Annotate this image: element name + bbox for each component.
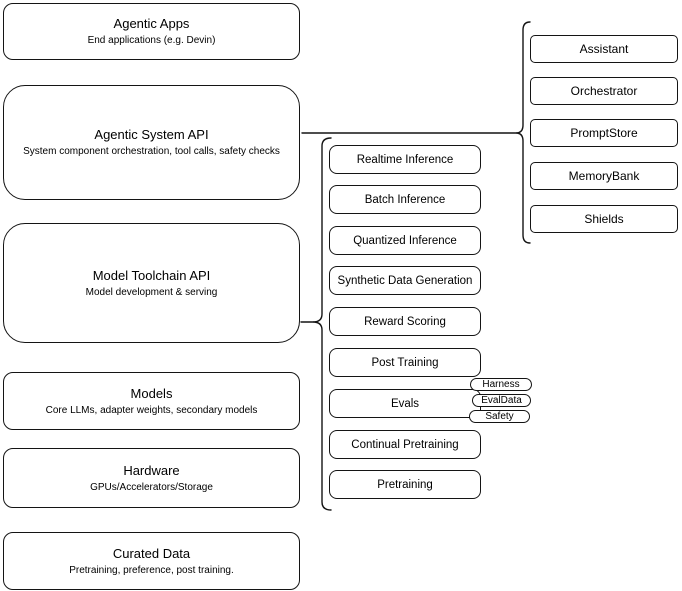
toolchain-label: Realtime Inference — [356, 153, 454, 166]
eval-tag-label: Safety — [485, 411, 514, 422]
layer-subtitle: GPUs/Accelerators/Storage — [90, 481, 213, 493]
layer-subtitle: Core LLMs, adapter weights, secondary mo… — [45, 404, 258, 416]
layer-subtitle: Pretraining, preference, post training. — [69, 564, 234, 576]
layer-subtitle: System component orchestration, tool cal… — [23, 146, 280, 157]
toolchain-box-realtime-inference: Realtime Inference — [329, 145, 481, 174]
layer-title: Hardware — [123, 462, 180, 478]
toolchain-box-quantized-inference: Quantized Inference — [329, 226, 481, 255]
toolchain-box-batch-inference: Batch Inference — [329, 185, 481, 214]
eval-tag-harness: Harness — [470, 378, 532, 391]
eval-tag-safety: Safety — [469, 410, 530, 423]
eval-tag-label: Harness — [482, 379, 520, 390]
layer-subtitle: End applications (e.g. Devin) — [87, 35, 216, 46]
toolchain-box-post-training: Post Training — [329, 348, 481, 377]
layer-title: Models — [130, 385, 173, 401]
layer-box-model-toolchain-api: Model Toolchain API Model development & … — [3, 223, 300, 343]
layer-box-models: Models Core LLMs, adapter weights, secon… — [3, 372, 300, 430]
layer-box-hardware: Hardware GPUs/Accelerators/Storage — [3, 448, 300, 508]
layer-title: Agentic Apps — [113, 16, 190, 31]
toolchain-box-continual-pretraining: Continual Pretraining — [329, 430, 481, 459]
eval-tag-evaldata: EvalData — [472, 394, 531, 407]
component-label: MemoryBank — [568, 169, 640, 183]
toolchain-box-synthetic-data-generation: Synthetic Data Generation — [329, 266, 481, 295]
toolchain-box-reward-scoring: Reward Scoring — [329, 307, 481, 336]
components-brace — [515, 21, 531, 244]
toolchain-label: Continual Pretraining — [351, 438, 459, 451]
component-label: PromptStore — [570, 126, 638, 140]
eval-tag-label: EvalData — [481, 395, 522, 406]
toolchain-label: Post Training — [371, 356, 439, 369]
layer-box-agentic-apps: Agentic Apps End applications (e.g. Devi… — [3, 3, 300, 60]
toolchain-label: Batch Inference — [364, 193, 446, 206]
component-box-promptstore: PromptStore — [530, 119, 678, 147]
component-label: Orchestrator — [570, 84, 638, 98]
component-box-memorybank: MemoryBank — [530, 162, 678, 190]
layer-subtitle: Model development & serving — [85, 286, 218, 298]
toolchain-box-pretraining: Pretraining — [329, 470, 481, 499]
toolchain-label: Evals — [390, 397, 420, 410]
layer-box-agentic-system-api: Agentic System API System component orch… — [3, 85, 300, 200]
layer-title: Model Toolchain API — [92, 267, 211, 283]
component-box-assistant: Assistant — [530, 35, 678, 63]
toolchain-label: Reward Scoring — [364, 315, 446, 328]
toolchain-box-evals: Evals — [329, 389, 481, 418]
component-label: Shields — [584, 212, 624, 226]
toolchain-label: Synthetic Data Generation — [337, 274, 473, 287]
layer-title: Agentic System API — [94, 127, 209, 142]
layer-box-curated-data: Curated Data Pretraining, preference, po… — [3, 532, 300, 590]
layer-title: Curated Data — [112, 545, 191, 561]
toolchain-label: Pretraining — [377, 478, 433, 491]
toolchain-label: Quantized Inference — [353, 234, 457, 247]
component-box-orchestrator: Orchestrator — [530, 77, 678, 105]
component-box-shields: Shields — [530, 205, 678, 233]
component-label: Assistant — [579, 42, 629, 56]
